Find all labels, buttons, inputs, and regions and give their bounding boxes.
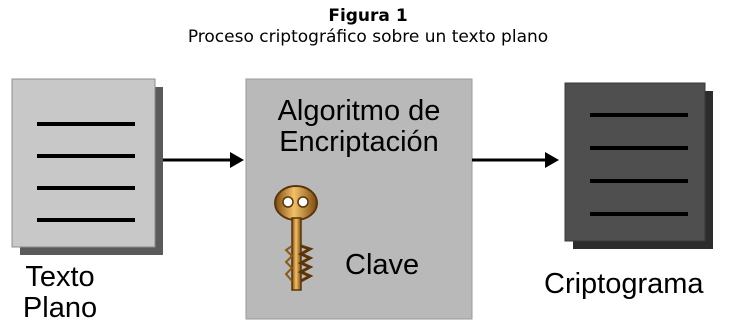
plaintext-label-line2: Plano [22, 292, 98, 324]
ciphertext-label: Criptograma [544, 268, 704, 300]
algorithm-label: Algoritmo de Encriptación [246, 96, 472, 158]
figure-title: Proceso criptográfico sobre un texto pla… [187, 27, 549, 47]
ciphertext-document-icon [564, 82, 713, 249]
arrow-algorithm-to-ciphertext [472, 152, 559, 168]
key-label: Clave [345, 249, 420, 281]
key-icon [274, 185, 318, 291]
algorithm-label-line1: Algoritmo de [277, 95, 441, 127]
algorithm-label-line2: Encriptación [279, 126, 439, 158]
plaintext-label: Texto Plano [10, 262, 110, 324]
figure-number: Figura 1 [328, 6, 408, 26]
plaintext-document-icon [11, 78, 163, 255]
arrow-plaintext-to-algorithm [163, 152, 244, 168]
plaintext-label-line1: Texto [25, 261, 95, 293]
